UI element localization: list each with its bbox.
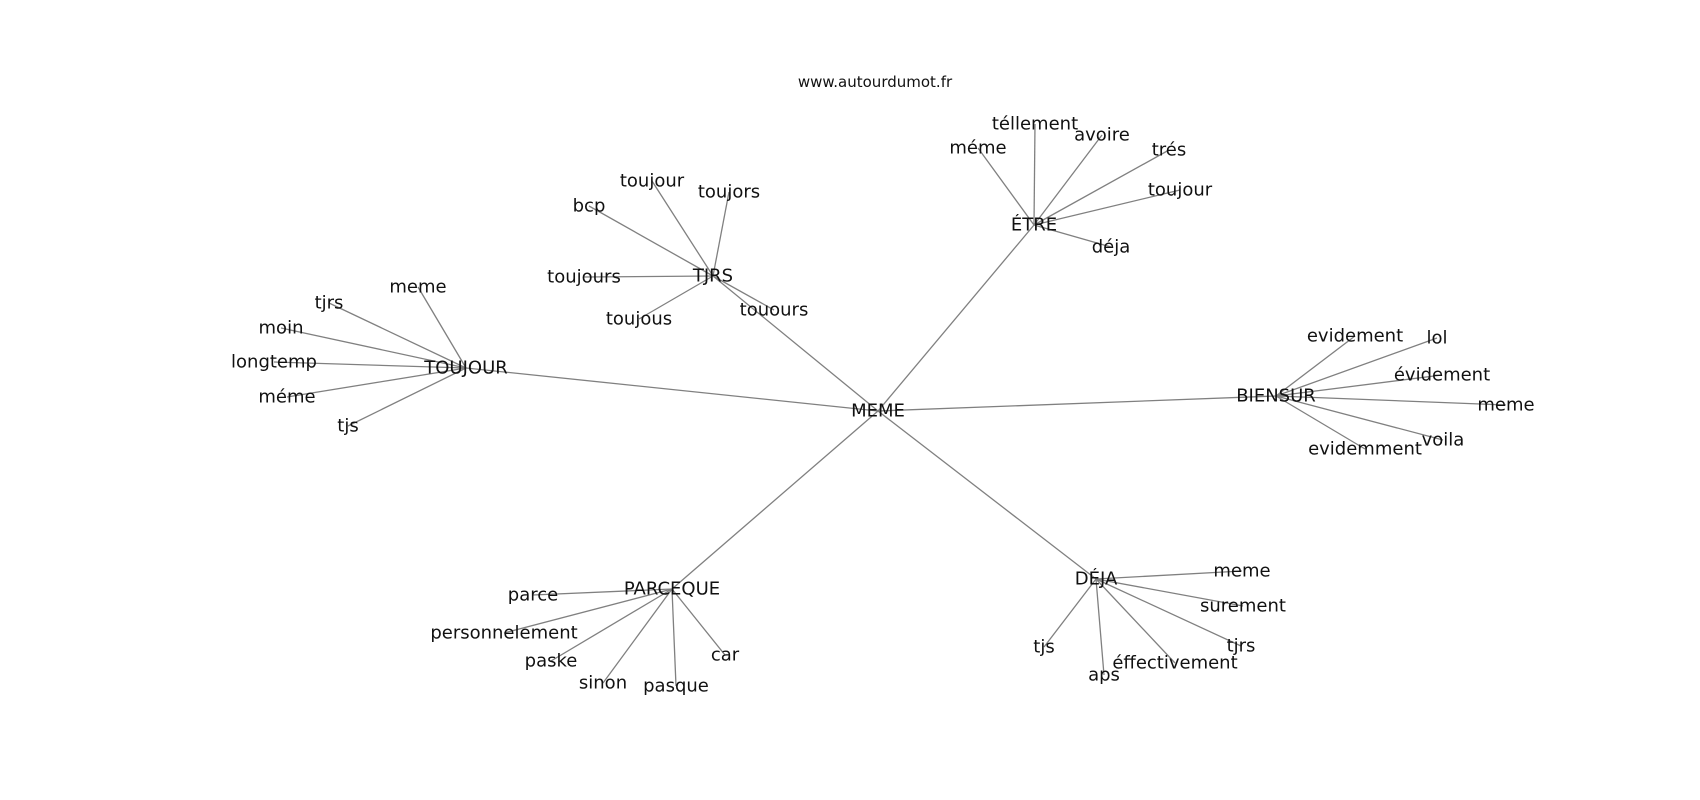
edge-deja-word	[1043, 578, 1097, 648]
edge-deja-word	[1095, 570, 1243, 580]
word-node-label: tjs	[337, 416, 358, 437]
word-node-label: sinon	[579, 673, 627, 694]
edge-etre-word	[977, 147, 1035, 226]
edge-etre-word	[1033, 123, 1036, 226]
word-node-label: lol	[1426, 328, 1447, 349]
edge-etre-word	[1033, 149, 1170, 226]
word-node-label: parce	[508, 585, 558, 606]
edge-tjrs-word	[651, 180, 714, 277]
word-node-label: évidement	[1394, 365, 1490, 386]
site-title: www.autourdumot.fr	[798, 73, 953, 91]
edge-center-to-tjrs	[712, 275, 879, 412]
edge-biensur-word	[1275, 395, 1507, 406]
word-node-label: avoire	[1074, 125, 1130, 146]
word-node-label: toujours	[547, 267, 621, 288]
edge-parceque-word	[602, 588, 673, 684]
hub-node-label-parceque: PARCEQUE	[624, 579, 720, 600]
edge-center-to-etre	[877, 224, 1035, 412]
edge-toujour-word	[347, 367, 467, 427]
edge-center-to-toujour	[465, 367, 879, 412]
edge-etre-word	[1033, 134, 1103, 226]
edge-center-to-deja	[877, 410, 1097, 580]
edge-parceque-word	[532, 588, 673, 596]
word-node-label: evidemment	[1308, 439, 1422, 460]
edge-biensur-word	[1275, 374, 1443, 397]
edge-deja-word	[1095, 578, 1242, 647]
edge-tjrs-word	[583, 275, 714, 278]
word-node-label: tjrs	[315, 293, 344, 314]
center-node-label: MEME	[851, 401, 905, 422]
word-node-label: déja	[1092, 237, 1131, 258]
word-node-label: evidement	[1307, 326, 1403, 347]
edge-tjrs-word	[712, 275, 775, 311]
word-node-label: méme	[258, 387, 315, 408]
edge-center-to-biensur	[877, 395, 1277, 412]
word-node-label: surement	[1200, 596, 1286, 617]
word-node-label: trés	[1152, 140, 1187, 161]
word-node-label: téllement	[992, 114, 1078, 135]
edge-toujour-word	[280, 327, 467, 369]
edge-center-to-parceque	[671, 410, 879, 590]
edge-deja-word	[1095, 578, 1176, 664]
edge-tjrs-word	[588, 205, 714, 277]
edge-biensur-word	[1275, 395, 1366, 450]
word-node-label: toujous	[606, 309, 672, 330]
edge-parceque-word	[671, 588, 677, 687]
word-node-label: tjrs	[1227, 636, 1256, 657]
word-node-label: moin	[259, 318, 304, 339]
word-node-label: touours	[740, 300, 809, 321]
graph-labels: www.autourdumot.fr MEME toujour toujors bc…	[231, 73, 1535, 697]
edge-biensur-word	[1275, 335, 1356, 397]
edge-toujour-word	[417, 286, 467, 369]
graph-edges	[273, 123, 1507, 687]
word-node-label: éffectivement	[1112, 653, 1237, 674]
hub-node-label-deja: DÉJA	[1075, 568, 1118, 590]
edge-tjrs-word	[638, 275, 714, 320]
word-node-label: longtemp	[231, 352, 317, 373]
word-node-label: meme	[1477, 395, 1534, 416]
word-node-label: voila	[1422, 430, 1465, 451]
edge-etre-word	[1033, 189, 1181, 226]
word-node-label: car	[711, 645, 740, 666]
edge-toujour-word	[286, 367, 467, 398]
word-node-label: méme	[949, 138, 1006, 159]
edge-tjrs-word	[712, 191, 730, 277]
hub-node-label-tjrs: TJRS	[692, 266, 733, 287]
edge-toujour-word	[273, 361, 467, 369]
word-node-label: toujors	[698, 182, 760, 203]
edge-parceque-word	[550, 588, 673, 662]
word-node-label: meme	[389, 277, 446, 298]
edge-parceque-word	[503, 588, 673, 634]
hub-node-label-biensur: BIENSUR	[1236, 386, 1316, 407]
word-node-label: toujour	[1148, 180, 1213, 201]
edge-parceque-word	[671, 588, 726, 656]
edge-toujour-word	[328, 302, 467, 369]
word-node-label: meme	[1213, 561, 1270, 582]
word-node-label: personnelement	[430, 623, 577, 644]
hub-node-label-etre: ÉTRE	[1011, 214, 1057, 236]
word-node-label: paske	[525, 651, 578, 672]
edge-deja-word	[1095, 578, 1244, 607]
edge-biensur-word	[1275, 337, 1438, 397]
edge-etre-word	[1033, 224, 1112, 248]
word-node-label: toujour	[620, 171, 685, 192]
word-node-label: tjs	[1033, 637, 1054, 658]
word-node-label: pasque	[643, 676, 709, 697]
word-node-label: bcp	[573, 196, 606, 217]
edge-deja-word	[1095, 578, 1105, 676]
edge-biensur-word	[1275, 395, 1444, 441]
hub-node-label-toujour: TOUJOUR	[423, 358, 508, 379]
word-node-label: aps	[1088, 665, 1120, 686]
